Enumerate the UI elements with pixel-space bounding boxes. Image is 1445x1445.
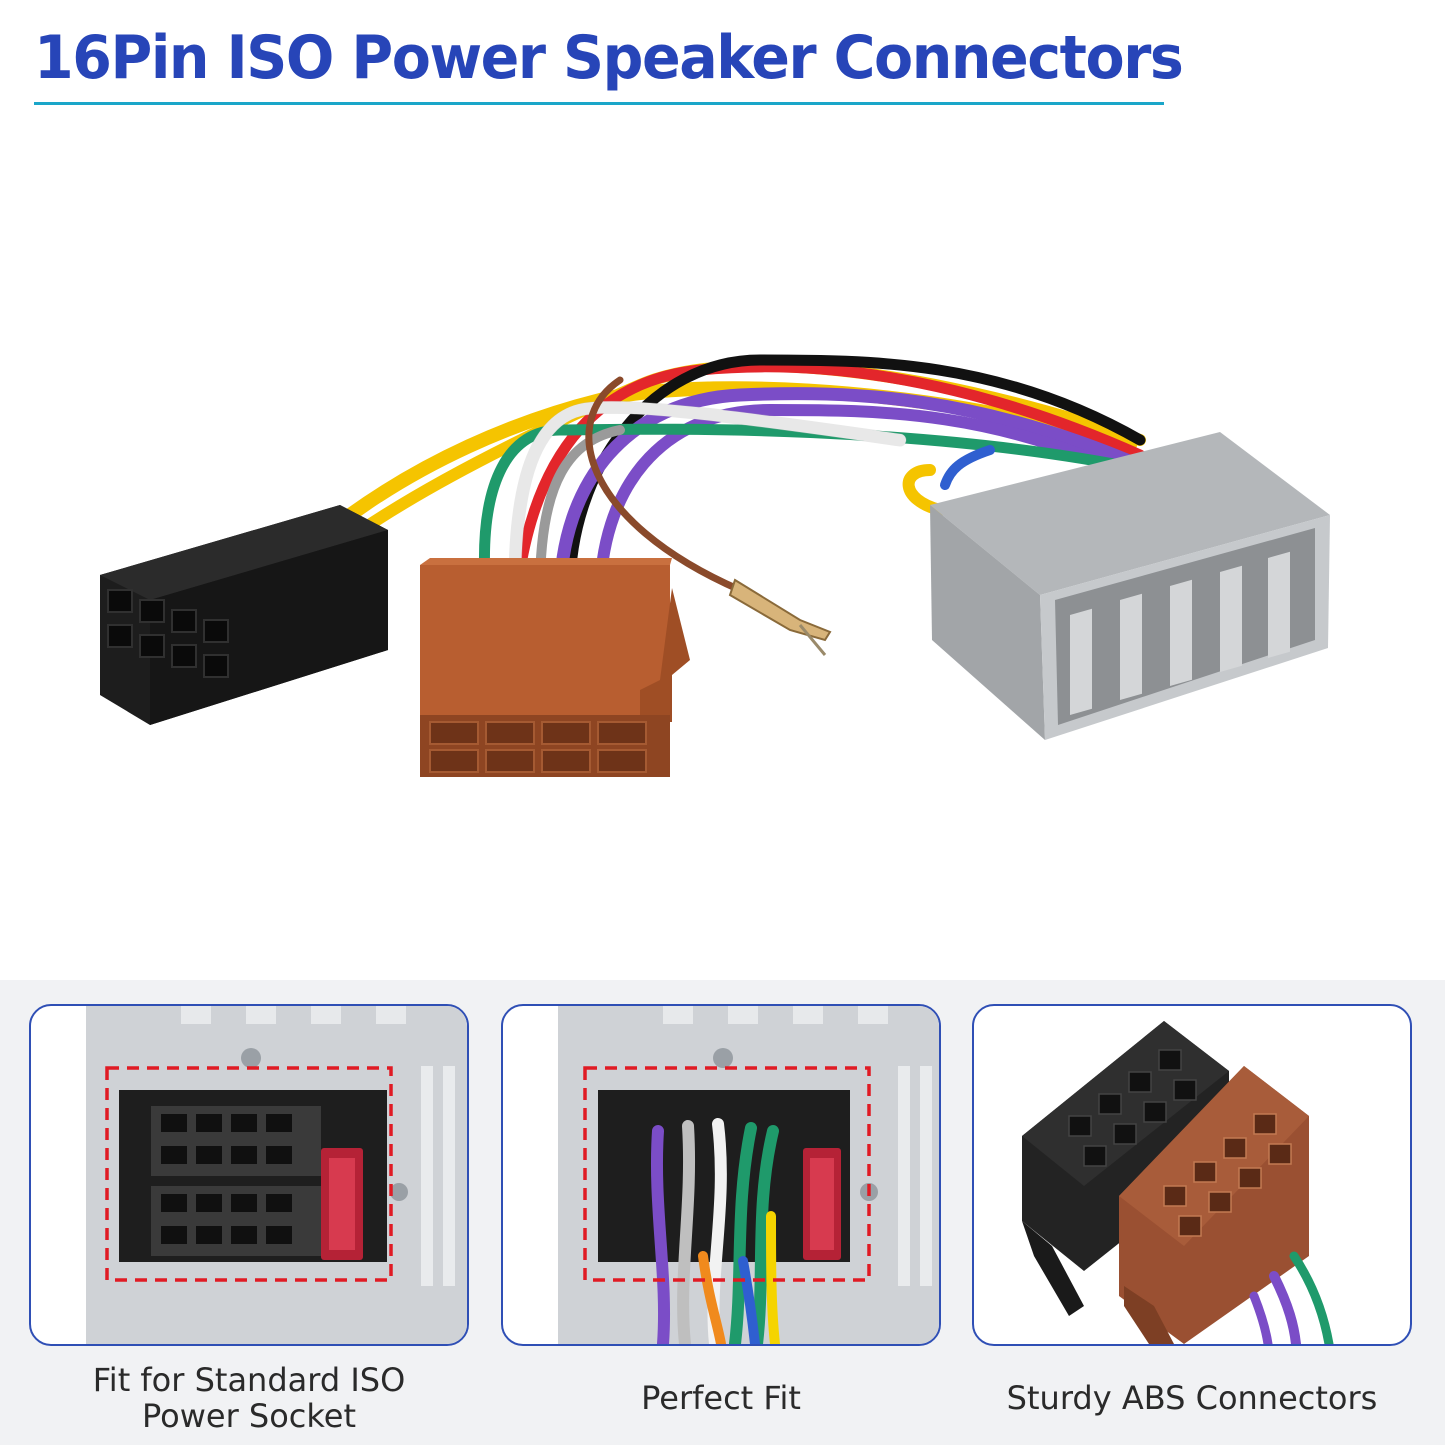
perfect-fit-image	[558, 1006, 939, 1344]
brown-iso-connector	[420, 558, 690, 777]
caption-line-1: Fit for Standard ISO	[92, 1361, 406, 1399]
feature-panel-perfect-fit	[501, 1004, 941, 1346]
caption-line-2: Power Socket	[141, 1397, 357, 1435]
wire-bundle	[323, 354, 1157, 607]
grey-vehicle-connector	[930, 432, 1330, 740]
caption-iso-socket: Fit for Standard ISO Power Socket	[29, 1362, 469, 1434]
feature-panel-abs-connectors	[972, 1004, 1412, 1346]
page-title: 16Pin ISO Power Speaker Connectors	[34, 23, 1184, 93]
feature-panel-iso-socket	[29, 1004, 469, 1346]
title-underline	[34, 102, 1164, 105]
black-iso-connector	[100, 505, 388, 725]
product-image-harness	[0, 150, 1445, 970]
caption-abs-connectors: Sturdy ABS Connectors	[1006, 1379, 1378, 1417]
caption-perfect-fit: Perfect Fit	[641, 1379, 801, 1417]
brown-wire-terminal	[728, 578, 832, 656]
iso-socket-image	[86, 1006, 467, 1344]
abs-connectors-image	[1022, 1021, 1334, 1344]
